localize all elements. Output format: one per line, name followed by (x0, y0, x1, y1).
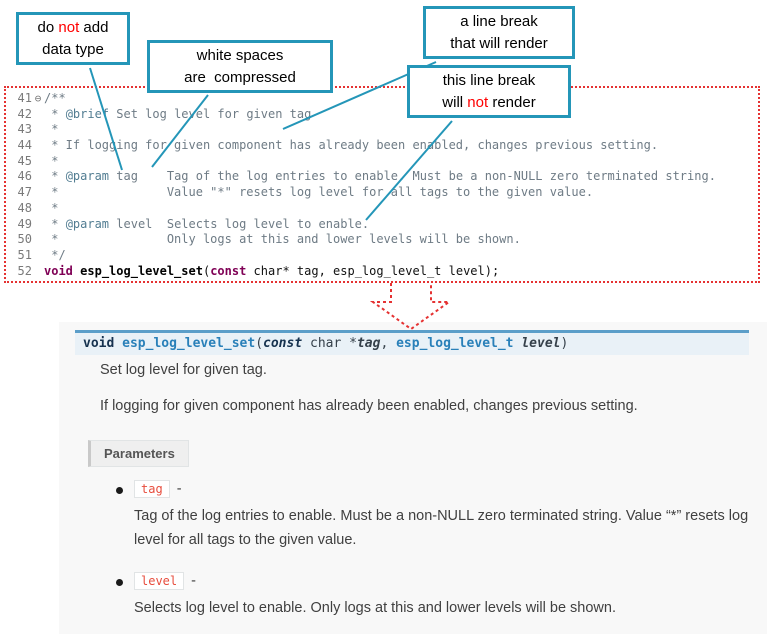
signature-content: void esp_log_level_set(const char *tag, … (83, 336, 569, 351)
callout-text: a line break (460, 12, 538, 30)
fold-gutter (32, 122, 44, 138)
code-lines: 41⊖/**42 * @brief Set log level for give… (6, 91, 758, 279)
callout-line-break-not-render: this line break will not render (407, 65, 571, 118)
code-line: 48 * (6, 201, 758, 217)
code-line: 50 * Only logs at this and lower levels … (6, 232, 758, 248)
line-number: 49 (17, 216, 32, 231)
param-separator: - (176, 481, 182, 497)
function-signature: void esp_log_level_set(const char *tag, … (75, 330, 749, 355)
callout-text: are compressed (184, 68, 296, 86)
doc-brief: Set log level for given tag. (100, 362, 267, 378)
fold-gutter (32, 107, 44, 123)
callout-line-break-renders: a line break that will render (423, 6, 575, 59)
callout-white-spaces: white spaces are compressed (147, 40, 333, 93)
fold-gutter (32, 185, 44, 201)
line-number: 42 (17, 106, 32, 121)
param-item: level- Selects log level to enable. Only … (116, 572, 759, 620)
fold-gutter (32, 264, 44, 280)
line-number: 52 (17, 263, 32, 278)
code-editor-snippet: 41⊖/**42 * @brief Set log level for give… (4, 86, 760, 283)
code-line: 46 * @param tag Tag of the log entries t… (6, 169, 758, 185)
callout-text: white spaces (196, 46, 284, 64)
line-number: 43 (17, 122, 32, 137)
line-number: 50 (17, 232, 32, 247)
callout-no-data-type: do not add data type (16, 12, 130, 65)
fold-gutter (32, 169, 44, 185)
fold-gutter (32, 201, 44, 217)
code-line: 49 * @param level Selects log level to e… (6, 217, 758, 233)
line-number: 48 (17, 200, 32, 215)
code-line: 42 * @brief Set log level for given tag (6, 107, 758, 123)
param-description: Tag of the log entries to enable. Must b… (134, 508, 749, 548)
param-separator: - (191, 573, 196, 589)
callout-text: data type (42, 40, 104, 58)
param-name-code: level (134, 572, 185, 590)
callout-text: that will render (450, 34, 548, 52)
fold-gutter (32, 217, 44, 233)
parameters-label: Parameters (88, 440, 189, 467)
fold-gutter (32, 232, 44, 248)
callout-text: do not add (37, 18, 109, 36)
callout-text: this line break (442, 71, 536, 89)
line-number: 47 (17, 185, 32, 200)
code-line: 45 * (6, 154, 758, 170)
line-number: 46 (17, 169, 32, 184)
line-number: 45 (17, 153, 32, 168)
line-number: 51 (17, 247, 32, 262)
code-line: 44 * If logging for given component has … (6, 138, 758, 154)
param-item: tag- Tag of the log entries to enable. Mu… (116, 480, 759, 552)
fold-gutter (32, 248, 44, 264)
line-number: 44 (17, 138, 32, 153)
doc-description: If logging for given component has alrea… (100, 398, 638, 414)
code-line: 47 * Value "*" resets log level for all … (6, 185, 758, 201)
callout-text: will not render (442, 93, 536, 111)
fold-gutter (32, 154, 44, 170)
code-line: 41⊖/** (6, 91, 758, 107)
param-description: Selects log level to enable. Only logs a… (134, 600, 616, 616)
code-line: 51 */ (6, 248, 758, 264)
param-name-code: tag (134, 480, 170, 498)
rendered-doc: void esp_log_level_set(const char *tag, … (59, 322, 767, 634)
fold-marker-icon[interactable]: ⊖ (34, 92, 42, 105)
code-line: 43 * (6, 122, 758, 138)
line-number: 41 (17, 91, 32, 105)
fold-gutter (32, 138, 44, 154)
param-list: tag-Tag of the log entries to enable. Mu… (116, 480, 759, 637)
